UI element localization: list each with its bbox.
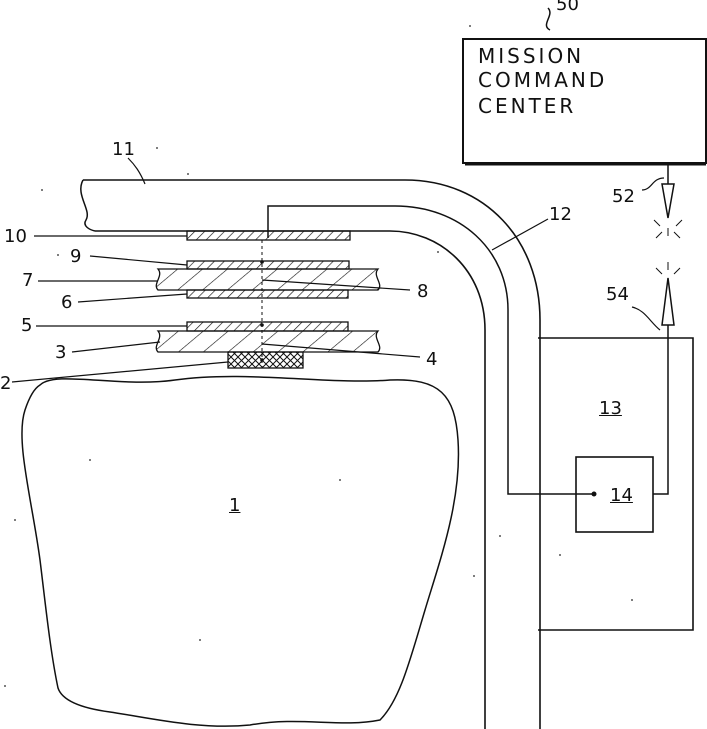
- signal-arrow-54: [656, 262, 680, 338]
- label-9: 9: [70, 248, 81, 266]
- layer-6: [187, 290, 348, 298]
- leader-50: [546, 8, 550, 30]
- wire-14-to-antenna: [653, 338, 668, 494]
- sensor-2: [228, 352, 303, 368]
- label-12: 12: [549, 206, 572, 224]
- scan-specks: [4, 25, 633, 687]
- label-54: 54: [606, 286, 629, 304]
- layer-3: [156, 331, 379, 352]
- label-13: 13: [599, 400, 622, 418]
- signal-arrow-52: [654, 164, 682, 238]
- leader-6: [78, 294, 187, 302]
- label-10: 10: [4, 228, 27, 246]
- label-1: 1: [229, 497, 240, 515]
- label-5: 5: [21, 317, 32, 335]
- label-52: 52: [612, 188, 635, 206]
- label-3: 3: [55, 344, 66, 362]
- leader-52: [642, 178, 664, 190]
- label-7: 7: [22, 272, 33, 290]
- leader-54: [632, 307, 660, 330]
- leader-12: [492, 219, 548, 250]
- mission-line-1: MISSION: [478, 46, 584, 66]
- label-11: 11: [112, 141, 135, 159]
- layer-10: [187, 231, 350, 240]
- mission-line-3: CENTER: [478, 96, 576, 116]
- junction-dot-14: [592, 492, 597, 497]
- leader-2: [12, 362, 228, 382]
- leader-3: [72, 342, 160, 352]
- label-50: 50: [556, 0, 579, 14]
- label-2: 2: [0, 375, 11, 393]
- label-14: 14: [610, 487, 633, 505]
- pipe-11-inner: [95, 231, 485, 729]
- label-8: 8: [417, 283, 428, 301]
- unit-13-housing: [538, 338, 693, 630]
- body-1: [22, 376, 459, 726]
- layer-7: [156, 269, 379, 290]
- mission-line-2: COMMAND: [478, 70, 607, 90]
- leader-9: [90, 256, 187, 265]
- label-4: 4: [426, 351, 437, 369]
- layer-9: [187, 261, 349, 269]
- pipe-11-break: [81, 180, 95, 231]
- label-6: 6: [61, 294, 72, 312]
- layer-5: [187, 322, 348, 331]
